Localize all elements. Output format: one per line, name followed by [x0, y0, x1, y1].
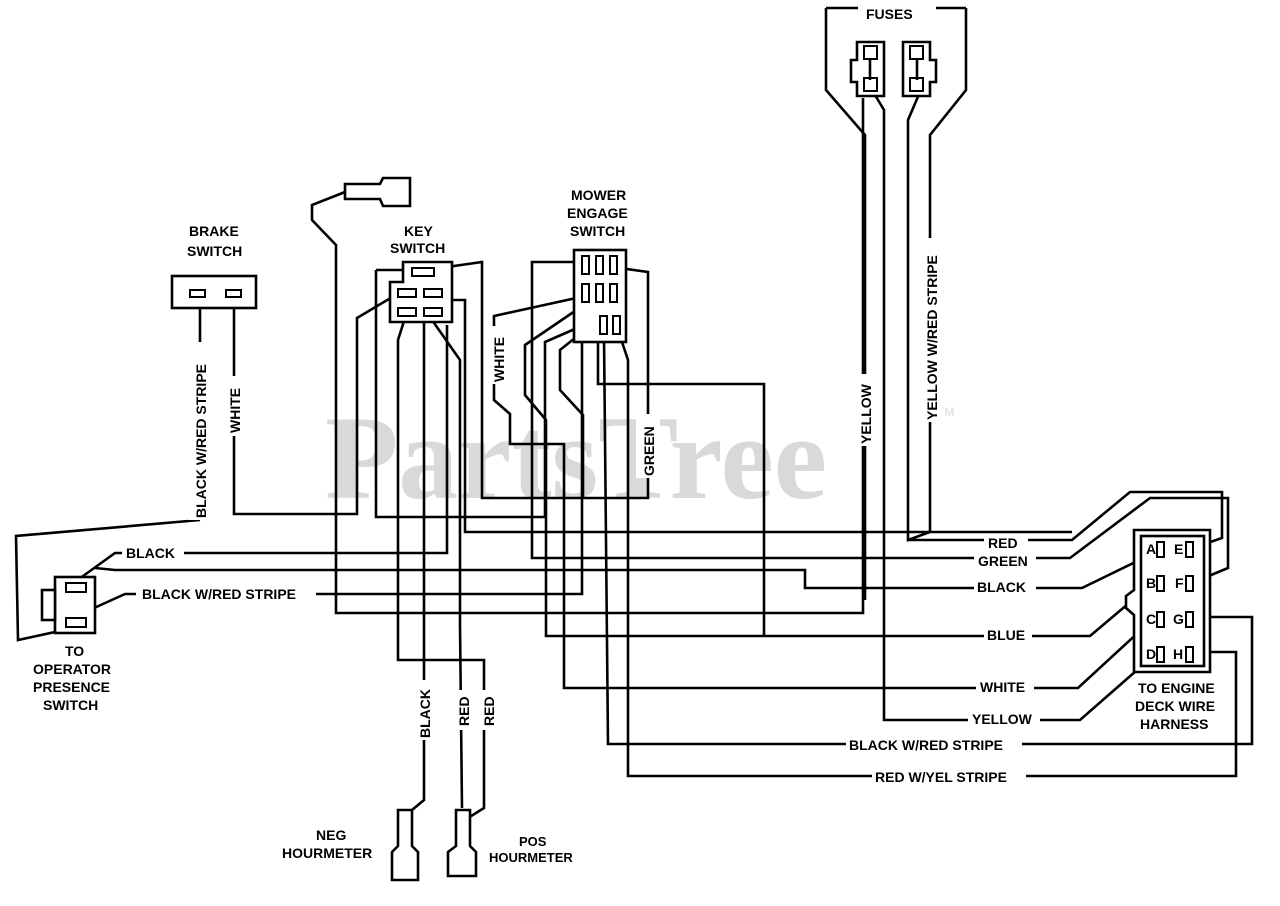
operator-presence-switch: TO OPERATOR PRESENCE SWITCH [33, 575, 111, 713]
ops-tab [40, 588, 57, 622]
wire-connector-lead [310, 98, 865, 615]
pin-g: G [1173, 611, 1184, 627]
harness-label-2: DECK WIRE [1135, 698, 1215, 714]
pos-hourmeter-label-2: HOURMETER [489, 850, 573, 865]
pin-h: H [1173, 646, 1183, 662]
label-red-yel-stripe: RED W/YEL STRIPE [875, 769, 1007, 785]
brake-switch-label-2: SWITCH [187, 243, 242, 259]
label-black-hour: BLACK [417, 689, 433, 738]
label-black-right: BLACK [977, 579, 1026, 595]
wire-white-brake [232, 288, 405, 516]
ops-label-2: OPERATOR [33, 661, 111, 677]
label-blue-right: BLUE [987, 627, 1025, 643]
brake-switch-label-1: BRAKE [189, 223, 239, 239]
wire-mower-blue [523, 292, 1155, 638]
ops-label-1: TO [65, 643, 84, 659]
watermark-text: PartsTree [325, 391, 827, 524]
mower-engage-switch: MOWER ENGAGE SWITCH [567, 187, 628, 344]
pin-b: B [1146, 575, 1156, 591]
brake-terminal-2 [225, 289, 242, 298]
brake-terminal-1 [189, 289, 206, 298]
label-red-right: RED [988, 535, 1018, 551]
label-yellow-red-stripe: YELLOW W/RED STRIPE [924, 255, 940, 420]
ops-harness-outline [14, 518, 201, 642]
fuse-right [901, 40, 938, 98]
neg-hourmeter-connector [390, 808, 420, 882]
wire-mower-green [530, 260, 1230, 585]
harness-label-1: TO ENGINE [1138, 680, 1215, 696]
fuses: FUSES [849, 6, 938, 98]
harness-label-3: HARNESS [1140, 716, 1208, 732]
key-switch-label-2: SWITCH [390, 240, 445, 256]
neg-hourmeter-label-2: HOURMETER [282, 845, 372, 861]
spade-connector-top [343, 176, 412, 208]
key-switch: KEY SWITCH [388, 223, 454, 324]
pos-hourmeter: POS HOURMETER [446, 808, 573, 878]
wire-mower-to-c [596, 340, 766, 636]
pin-f: F [1175, 575, 1184, 591]
label-black-red-stripe-left: BLACK W/RED STRIPE [193, 364, 209, 518]
wire-black-ops [71, 325, 449, 586]
engine-harness-connector: A E B F C G D H TO ENGINE DECK WIRE HARN… [1124, 528, 1215, 732]
wire-yellow-fuse [870, 89, 1161, 722]
label-black-ops: BLACK [126, 545, 175, 561]
wire-key-black-hour [411, 318, 426, 811]
fuse-harness-left [824, 8, 867, 600]
pin-e: E [1174, 541, 1183, 557]
ops-label-3: PRESENCE [33, 679, 110, 695]
label-white-right: WHITE [980, 679, 1025, 695]
label-black-red-ops: BLACK W/RED STRIPE [142, 586, 296, 602]
ops-label-4: SWITCH [43, 697, 98, 713]
label-yellow-right: YELLOW [972, 711, 1033, 727]
label-yellow-fuse: YELLOW [858, 383, 874, 444]
pin-d: D [1146, 646, 1156, 662]
wire-key-left-down [396, 317, 486, 820]
mower-label-3: SWITCH [570, 223, 625, 239]
label-red-hour-1: RED [456, 696, 472, 726]
pos-hourmeter-label-1: POS [519, 834, 547, 849]
neg-hourmeter-label-1: NEG [316, 827, 346, 843]
label-green-mower: GREEN [641, 426, 657, 476]
wire-mower-blackred [602, 335, 1254, 746]
brake-switch: BRAKE SWITCH [170, 223, 258, 310]
pos-hourmeter-connector [446, 808, 478, 878]
label-red-hour-2: RED [481, 696, 497, 726]
brake-switch-body [170, 274, 258, 310]
label-white-brake: WHITE [227, 388, 243, 433]
wire-labels: BLACK W/RED STRIPE WHITE BLACK BLACK W/R… [126, 255, 1033, 785]
fuse-harness-right [906, 8, 968, 542]
pin-a: A [1146, 541, 1156, 557]
label-green-right: GREEN [978, 553, 1028, 569]
pin-c: C [1146, 611, 1156, 627]
wire-yellow-red-fuse [908, 490, 1224, 550]
mower-label-2: ENGAGE [567, 205, 628, 221]
fuse-left [849, 40, 886, 98]
label-knockouts [122, 238, 1040, 786]
label-white-mower: WHITE [491, 337, 507, 382]
key-switch-label-1: KEY [404, 223, 433, 239]
wire-black-long [94, 551, 1155, 590]
label-black-red-bottom: BLACK W/RED STRIPE [849, 737, 1003, 753]
neg-hourmeter: NEG HOURMETER [282, 808, 420, 882]
fuses-label: FUSES [866, 6, 913, 22]
mower-label-1: MOWER [571, 187, 626, 203]
